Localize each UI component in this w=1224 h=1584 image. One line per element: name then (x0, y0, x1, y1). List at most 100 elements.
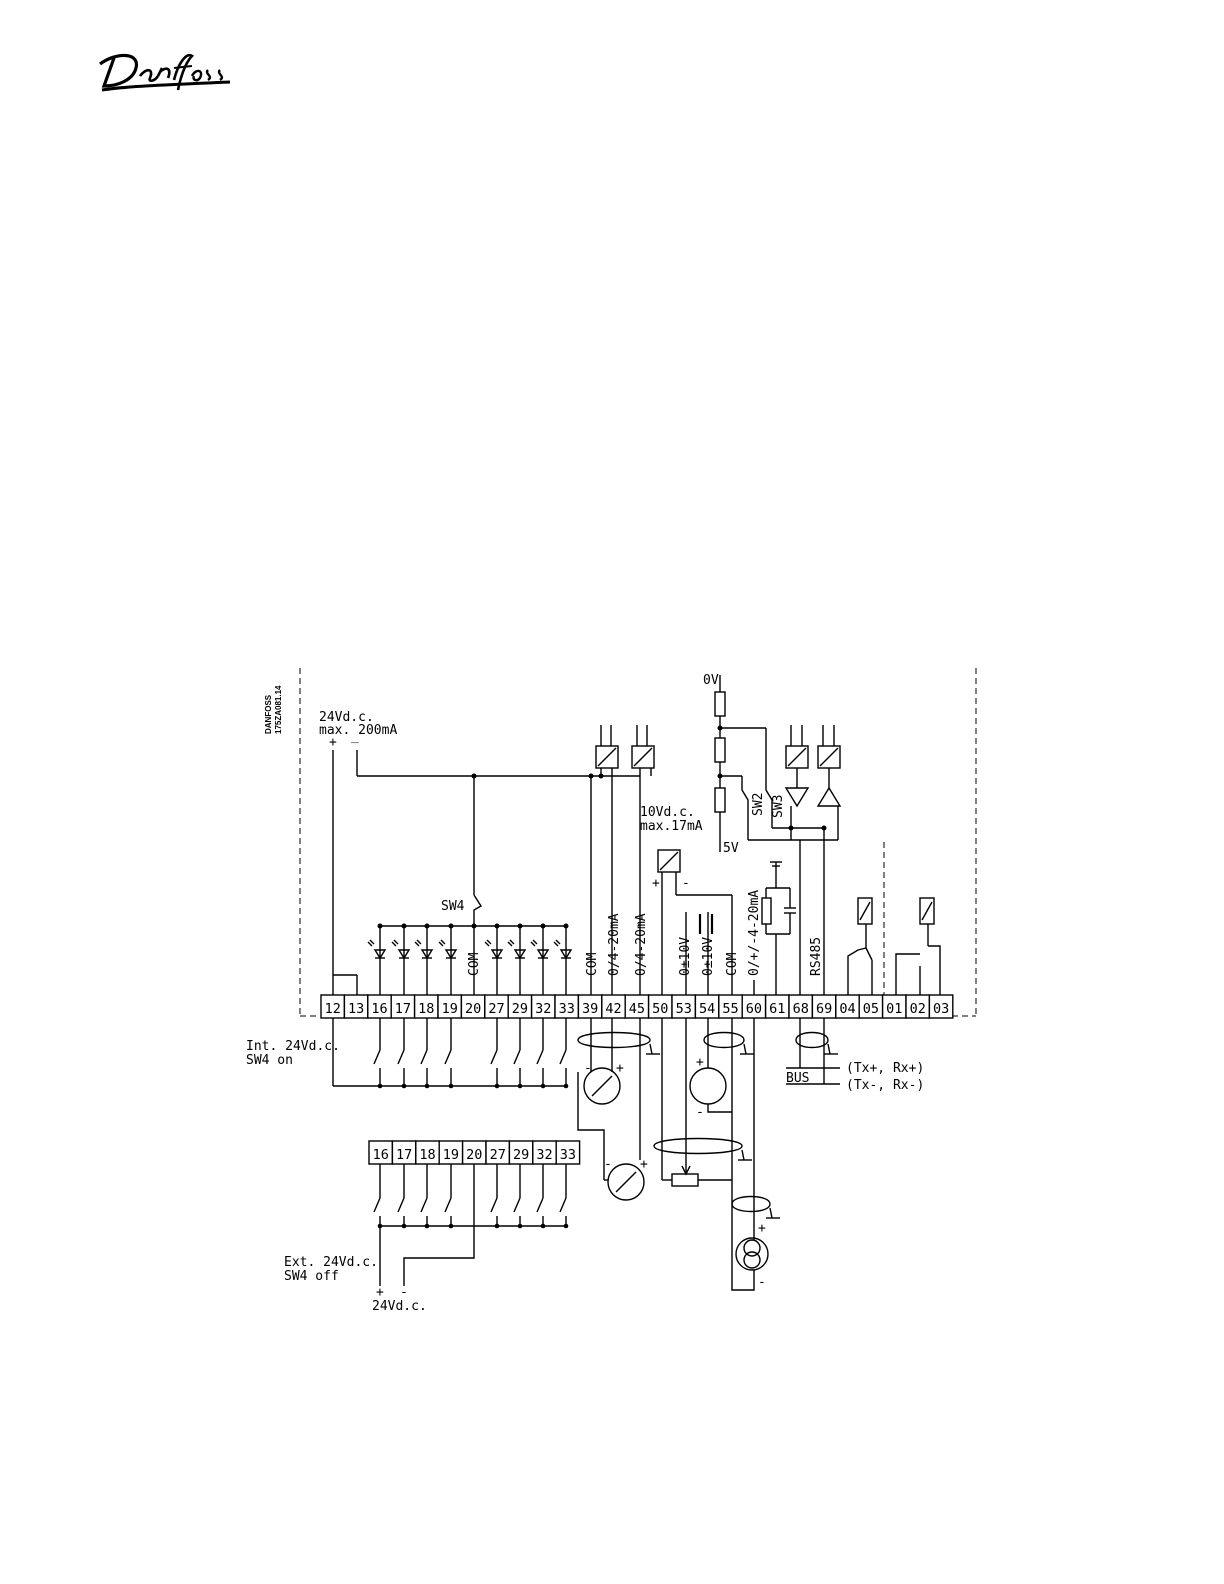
terminal-label-27: 27 (488, 1001, 504, 1017)
label-ai-53: 0±10V (678, 937, 693, 976)
terminal-cell (928, 994, 954, 1019)
shield-42-ground (649, 1043, 653, 1055)
relay-1-coil-slash (859, 901, 871, 921)
junction-diode-4 (494, 923, 500, 929)
diode-7 (559, 949, 573, 960)
diode-5 (513, 949, 527, 960)
relay-2-coil-slash (921, 901, 933, 921)
wire-ext-minus (403, 1164, 475, 1286)
diode-2 (420, 949, 434, 960)
junction-diode-5 (517, 923, 523, 929)
junction-driver (788, 825, 794, 831)
switch-blade-0 (373, 1049, 381, 1065)
switch-blade-2 (420, 1197, 428, 1213)
terminal-label-19: 19 (442, 1001, 458, 1017)
terminal-label-16: 16 (371, 1001, 387, 1017)
switch-junction-6 (540, 1083, 546, 1089)
diode-led-5 (507, 939, 515, 947)
shield-42-45 (577, 1031, 651, 1049)
ammeter-45-minus: - (604, 1157, 612, 1172)
terminal-label-02: 02 (910, 1001, 926, 1017)
isolator-45-slash (633, 747, 653, 767)
terminal-label-53: 53 (676, 1001, 692, 1017)
bias-resistor-mid (714, 737, 726, 763)
ref-supply-line2: max.17mA (640, 819, 703, 834)
switch-blade-4 (490, 1049, 498, 1065)
sw2-switch (741, 789, 749, 812)
terminal-label-18: 18 (418, 1001, 434, 1017)
shield-54-ground (743, 1043, 747, 1055)
relay-1-contact (847, 947, 873, 995)
switch-junction-2 (424, 1083, 430, 1089)
shield-60 (731, 1195, 771, 1213)
shield-pot-ground (741, 1149, 745, 1161)
sw2-label: SW2 (751, 793, 766, 816)
ext-terminal-label-17: 17 (396, 1147, 412, 1163)
terminal-label-54: 54 (699, 1001, 715, 1017)
label-com-39: COM (585, 952, 600, 976)
switch-blade-7 (559, 1049, 567, 1065)
switch-blade-7 (559, 1197, 567, 1213)
terminal-label-61: 61 (769, 1001, 785, 1017)
junction-diode-7 (563, 923, 569, 929)
supply-plus: + (329, 735, 337, 750)
junction-sw4 (471, 773, 477, 779)
terminal-label-20: 20 (465, 1001, 481, 1017)
switch-blade-0 (373, 1197, 381, 1213)
potentiometer (671, 1173, 699, 1187)
diode-led-3 (438, 939, 446, 947)
current-source (735, 1237, 769, 1271)
int-supply-line2: SW4 on (246, 1053, 293, 1068)
ext-terminal-label-33: 33 (560, 1147, 576, 1163)
terminal-label-60: 60 (746, 1001, 762, 1017)
shield-rs485-ground (827, 1043, 831, 1055)
label-ai-60: 0/+/-4-20mA (747, 890, 762, 976)
switch-blade-3 (444, 1197, 452, 1213)
switch-junction-0 (377, 1083, 383, 1089)
ammeter-45-plus: + (640, 1157, 648, 1172)
bias-5v: 5V (723, 841, 739, 856)
csource-minus: - (758, 1275, 766, 1290)
junction-diode-6 (540, 923, 546, 929)
shield-rs485 (795, 1031, 829, 1049)
ref-supply-slash (659, 851, 679, 871)
ammeter-45-needle (615, 1171, 637, 1193)
terminal-label-05: 05 (863, 1001, 879, 1017)
terminal-label-50: 50 (652, 1001, 668, 1017)
switch-blade-6 (536, 1049, 544, 1065)
ammeter-45 (607, 1163, 645, 1201)
voltage-source (689, 1067, 727, 1105)
junction-diode-2 (424, 923, 430, 929)
switch-blade-1 (397, 1197, 405, 1213)
isolator-42-slash (597, 747, 617, 767)
bias-resistor-top (714, 691, 726, 717)
internal-input-switches (373, 1018, 569, 1089)
switch-blade-6 (536, 1197, 544, 1213)
ammeter-42-minus: - (584, 1061, 592, 1076)
sw4-label: SW4 (441, 899, 465, 914)
wire-vsource-return (707, 1104, 732, 1113)
terminal-label-55: 55 (722, 1001, 738, 1017)
shield-60-ground (769, 1207, 773, 1219)
drawing-id-line2: 175ZA081.14 (274, 685, 283, 734)
terminal-label-32: 32 (535, 1001, 551, 1017)
bus-line-neg-label: (Tx-, Rx-) (846, 1078, 924, 1093)
terminal-label-29: 29 (512, 1001, 528, 1017)
sw4-switch (473, 894, 482, 926)
terminal-label-13: 13 (348, 1001, 364, 1017)
diode-led-7 (553, 939, 561, 947)
switch-blade-5 (513, 1049, 521, 1065)
rc-resistor (761, 897, 772, 925)
diode-led-6 (530, 939, 538, 947)
switch-blade-3 (444, 1049, 452, 1065)
ref-supply-plus: + (652, 876, 660, 891)
vsource-minus: - (696, 1105, 704, 1120)
external-input-switches (373, 1164, 569, 1229)
label-com-55: COM (725, 952, 740, 976)
ext-terminal-label-27: 27 (490, 1147, 506, 1163)
switch-blade-2 (420, 1049, 428, 1065)
ammeter-42 (583, 1067, 621, 1105)
terminal-label-69: 69 (816, 1001, 832, 1017)
ext-terminal-label-32: 32 (536, 1147, 552, 1163)
